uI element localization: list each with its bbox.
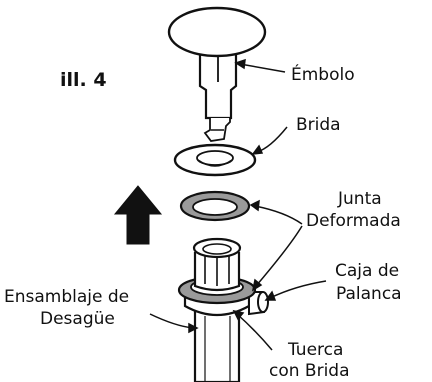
label-caja-line1: Caja de [335, 261, 399, 281]
label-tuerca-line1: Tuerca [287, 340, 343, 360]
label-ensamblaje-line1: Ensamblaje de [4, 287, 129, 307]
up-arrow-icon [113, 185, 163, 245]
label-caja-line2: Palanca [336, 284, 402, 304]
drain-assembly-part [177, 237, 269, 382]
figure-title: ill. 4 [60, 69, 107, 91]
leader-lines [149, 58, 327, 351]
label-tuerca-line2: con Brida [269, 361, 350, 381]
label-ensamblaje-line2: Desagüe [40, 309, 115, 329]
plunger-part [167, 6, 267, 142]
label-embolo: Émbolo [291, 63, 355, 85]
label-junta-line2: Deformada [306, 211, 401, 231]
gasket-part [179, 190, 251, 222]
label-brida: Brida [296, 115, 341, 135]
flange-part [173, 143, 257, 177]
label-junta-line1: Junta [337, 189, 382, 209]
